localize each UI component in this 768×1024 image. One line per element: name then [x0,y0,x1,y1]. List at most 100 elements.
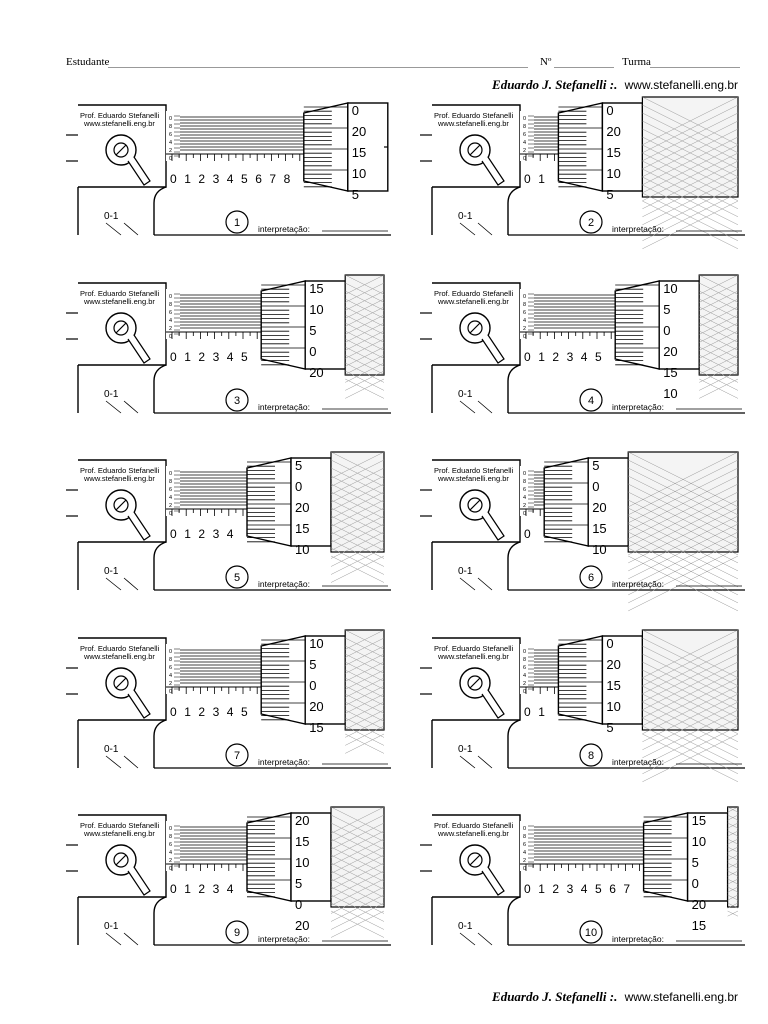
exercise-number-badge [579,388,603,412]
vernier-digit: 4 [169,673,172,679]
sleeve-scale-label: 3 [213,350,220,364]
knurl-line [330,846,385,874]
sleeve-scale-label: 6 [255,172,262,186]
vernier-digit: 8 [169,479,172,485]
vernier-digit: 4 [523,673,526,679]
knurl-line [628,459,739,516]
knurl-line [699,354,739,375]
frame-brand-text: Prof. Eduardo Stefanelli [80,466,160,475]
lock-lever-icon[interactable] [127,334,151,364]
vernier-digit: 0 [169,649,172,655]
exercise-number: 5 [234,572,240,584]
sleeve-scale-label: 1 [538,882,545,896]
break-mark [105,755,139,769]
knurl-line [330,862,385,890]
sleeve-scale-label: 4 [227,882,234,896]
vernier-digit: 8 [523,479,526,485]
exercise-number-badge [225,388,249,412]
range-label: 0-1 [458,921,473,932]
exercise-number-badge [579,743,603,767]
lock-lever-icon[interactable] [481,156,505,186]
lock-lever-icon[interactable] [481,689,505,719]
vernier-digit: 0 [523,866,526,872]
range-label: 0-1 [104,389,119,400]
vernier-digit: 6 [169,132,172,138]
thimble-bevel [614,280,660,370]
knurl-line [345,378,385,399]
student-name-line[interactable] [108,67,528,68]
class-line[interactable] [650,67,740,68]
thimble-scale-label: 5 [352,187,359,202]
vernier-digit: 6 [169,842,172,848]
lock-lever-icon[interactable] [481,334,505,364]
micrometer-drawing: Prof. Eduardo Stefanelliwww.stefanelli.e… [66,806,391,946]
knurl-line [628,451,739,508]
screw-slot-icon [115,144,127,156]
knurled-knob[interactable] [727,806,739,908]
lock-lever-icon[interactable] [481,511,505,541]
sleeve-scale-label: 1 [184,705,191,719]
interpretation-label: interpretação: [258,579,310,589]
sleeve-scale-label: 4 [581,350,588,364]
knurled-knob[interactable] [344,274,385,376]
knurl-line [699,338,739,359]
vernier-digit: 8 [169,302,172,308]
frame-brand-text: Prof. Eduardo Stefanelli [434,289,514,298]
thimble-scale-label: 5 [309,323,316,338]
lock-lever-icon[interactable] [127,156,151,186]
thimble-scale-label: 15 [309,281,323,296]
knurled-knob[interactable] [330,451,385,553]
vernier-digit: 0 [169,826,172,832]
thimble-scale-label: 15 [692,918,706,933]
knurl-line [642,184,739,234]
sleeve-scale-label: 0 [170,705,177,719]
knurled-knob[interactable] [641,96,739,198]
knurl-line [628,475,739,532]
micrometer-drawing: Prof. Eduardo Stefanelliwww.stefanelli.e… [66,451,391,591]
lock-lever-icon[interactable] [127,689,151,719]
knurl-line [330,491,385,519]
interpretation-label: interpretação: [258,934,310,944]
knurl-line [330,451,385,479]
sleeve-scale-label: 2 [198,705,205,719]
knurled-knob[interactable] [344,629,385,731]
knurled-knob[interactable] [627,451,739,553]
micrometer-drawing: Prof. Eduardo Stefanelliwww.stefanelli.e… [66,274,391,414]
knurled-knob[interactable] [698,274,739,376]
knurled-knob[interactable] [641,629,739,731]
knurl-line [727,878,739,885]
vernier-digit: 4 [523,850,526,856]
thimble-scale-label: 20 [592,500,606,515]
exercise-number-badge [225,920,249,944]
thimble-scale-label: 20 [309,699,323,714]
sleeve-scale-label: 2 [198,882,205,896]
frame-brand-text: Prof. Eduardo Stefanelli [434,821,514,830]
sleeve-scale-label: 2 [198,172,205,186]
thimble-scale-label: 20 [692,897,706,912]
frame-brand-text: Prof. Eduardo Stefanelli [80,644,160,653]
lock-lever-icon[interactable] [127,866,151,896]
knurl-line [699,378,739,399]
knurl-line [345,661,385,682]
knurled-knob[interactable] [330,806,385,908]
range-label: 0-1 [104,921,119,932]
screw-slot-icon [115,499,127,511]
lock-lever-icon[interactable] [127,511,151,541]
lock-lever-icon[interactable] [481,866,505,896]
frame-url-text: www.stefanelli.eng.br [437,829,509,838]
frame-curve [153,541,167,590]
thimble-bevel [642,812,689,902]
vernier-digit: 6 [523,487,526,493]
credit-url: www.stefanelli.eng.br [624,78,738,92]
knurl-line [699,282,739,303]
screw-slot-icon [469,854,481,866]
sleeve-scale-label: 0 [524,705,531,719]
screw-slot-icon [115,322,127,334]
credit-top: Eduardo J. Stefanelli :. www.stefanelli.… [492,77,738,93]
thimble-scale-label: 15 [692,813,706,828]
credit-signature: Eduardo J. Stefanelli :. [492,77,618,92]
sleeve-scale-label: 0 [170,172,177,186]
number-line[interactable] [554,67,614,68]
knurl-line [330,515,385,543]
thimble-scale-label: 10 [663,386,677,401]
